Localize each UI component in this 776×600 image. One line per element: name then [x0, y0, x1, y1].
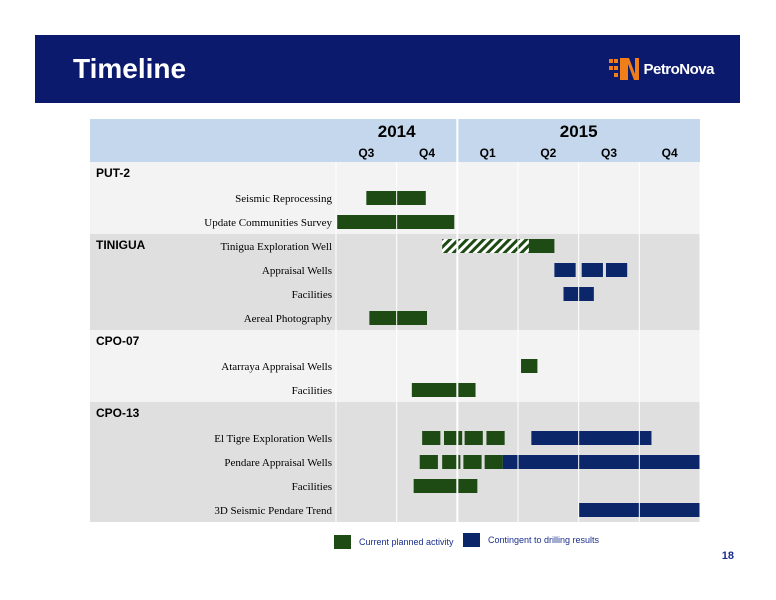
- gantt-bar-3-1-0: [419, 455, 438, 469]
- quarter-label-0: Q3: [358, 146, 374, 160]
- row-label-2-1: Facilities: [292, 385, 332, 397]
- legend-contingent-swatch: [463, 533, 480, 547]
- section-label-3: CPO-13: [96, 406, 140, 420]
- row-label-1-2: Facilities: [292, 289, 332, 301]
- section-label-1: TINIGUA: [96, 238, 146, 252]
- gantt-bar-3-0-4: [531, 431, 652, 445]
- gantt-bar-2-1-0: [411, 383, 476, 397]
- gantt-bar-1-1-2: [605, 263, 628, 277]
- gantt-bar-2-0-0: [521, 359, 538, 373]
- row-label-0-1: Update Communities Survey: [204, 217, 332, 229]
- gantt-bar-1-0-1: [528, 239, 555, 253]
- quarter-label-1: Q4: [419, 146, 435, 160]
- petronova-logo: PetroNova: [609, 55, 714, 83]
- year-label-1: 2015: [560, 122, 598, 141]
- petronova-logo-icon: [609, 58, 640, 80]
- gantt-bar-3-1-3: [484, 455, 503, 469]
- quarter-label-2: Q1: [480, 146, 496, 160]
- gantt-bar-3-0-3: [486, 431, 505, 445]
- legend-planned-label: Current planned activity: [359, 537, 454, 547]
- section-label-0: PUT-2: [96, 166, 130, 180]
- page-number: 18: [721, 550, 734, 562]
- section-band-2: [90, 330, 700, 402]
- row-label-3-2: Facilities: [292, 481, 332, 493]
- year-label-0: 2014: [378, 122, 416, 141]
- gantt-bar-3-1-1: [442, 455, 461, 469]
- gantt-bar-3-1-4: [502, 455, 700, 469]
- gantt-bar-1-0-0: [442, 239, 529, 253]
- header-banner: Timeline PetroNova: [35, 35, 740, 103]
- gantt-bar-3-1-2: [463, 455, 482, 469]
- quarter-label-5: Q4: [662, 146, 678, 160]
- row-label-1-1: Appraisal Wells: [262, 265, 332, 277]
- gantt-bar-0-0-0: [366, 191, 426, 205]
- legend-contingent-label: Contingent to drilling results: [488, 535, 600, 545]
- logo-text: PetroNova: [643, 60, 714, 78]
- legend-planned-swatch: [334, 535, 351, 549]
- page-title: Timeline: [73, 53, 187, 84]
- row-label-3-3: 3D Seismic Pendare Trend: [214, 505, 332, 517]
- gantt-bar-1-1-0: [554, 263, 576, 277]
- gantt-bar-0-1-0: [337, 215, 455, 229]
- quarter-label-3: Q2: [540, 146, 556, 160]
- gantt-bar-3-0-1: [443, 431, 463, 445]
- row-label-3-0: El Tigre Exploration Wells: [214, 433, 332, 445]
- gantt-bar-3-2-0: [413, 479, 478, 493]
- legend-planned: Current planned activity: [334, 535, 454, 549]
- row-label-3-1: Pendare Appraisal Wells: [224, 457, 332, 469]
- gantt-bar-3-0-0: [422, 431, 441, 445]
- gantt-bar-1-1-1: [581, 263, 603, 277]
- legend-contingent: Contingent to drilling results: [463, 533, 599, 547]
- gantt-bar-3-0-2: [464, 431, 483, 445]
- header-band: [90, 119, 700, 162]
- row-label-2-0: Atarraya Appraisal Wells: [221, 361, 332, 373]
- section-label-2: CPO-07: [96, 334, 140, 348]
- row-label-1-0: Tinigua Exploration Well: [220, 241, 332, 253]
- quarter-label-4: Q3: [601, 146, 617, 160]
- gantt-bar-1-3-0: [369, 311, 427, 325]
- row-label-0-0: Seismic Reprocessing: [235, 193, 332, 205]
- row-label-1-3: Aereal Photography: [244, 313, 333, 325]
